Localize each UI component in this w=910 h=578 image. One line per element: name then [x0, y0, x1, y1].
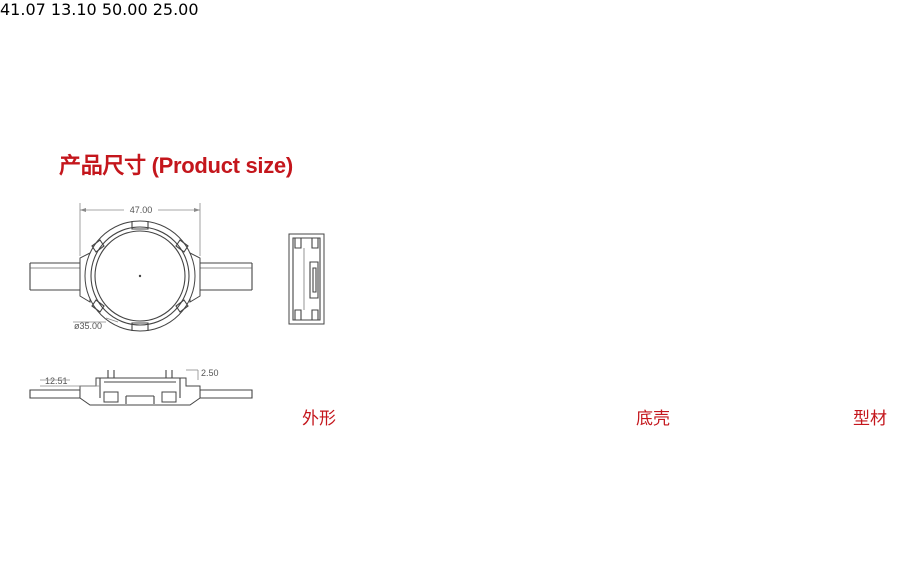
dim-clip: 2.50 — [186, 368, 219, 380]
caption-appearance: 外形 — [302, 409, 336, 429]
dim-diameter: ø35.00 — [73, 317, 119, 331]
dim-profile-height-label: 25.00 — [152, 0, 199, 19]
profile-body: 50.00 25.00 — [102, 0, 199, 19]
profile-view: 50.00 25.00 — [102, 0, 199, 19]
dim-shell-depth: 13.10 — [51, 0, 102, 19]
dim-profile-height: 25.00 — [153, 0, 199, 19]
dim-height-side: 12.51 — [40, 376, 100, 387]
caption-profile: 型材 — [853, 409, 887, 429]
front-body: 41.07 — [0, 0, 51, 19]
front-view: 41.07 — [0, 0, 51, 19]
dim-length: 41.07 — [0, 0, 51, 19]
center-boss: 41.07 — [0, 0, 51, 19]
top-view: 47.00 ø35.00 — [29, 203, 253, 332]
page-title: 产品尺寸 (Product size) — [59, 153, 293, 178]
narrow-side-view — [288, 233, 325, 325]
dim-height-side-label: 12.51 — [45, 376, 68, 386]
lens-circle — [94, 230, 186, 322]
dim-shell-depth-label: 13.10 — [50, 0, 97, 19]
caption-bottom-shell: 底壳 — [636, 409, 670, 429]
dim-diameter-label: ø35.00 — [74, 321, 102, 331]
dim-length-label: 41.07 — [0, 0, 46, 19]
dim-width-top-label: 47.00 — [130, 205, 153, 215]
bottom-shell-view: 13.10 — [51, 0, 102, 19]
inner-ring — [90, 226, 190, 326]
shell-section: 13.10 — [51, 0, 102, 19]
dim-width-top: 47.00 — [79, 203, 201, 256]
dim-profile-width-label: 50.00 — [101, 0, 148, 19]
dim-profile-width: 50.00 — [102, 0, 153, 19]
dim-clip-label: 2.50 — [201, 368, 219, 378]
side-view: 12.51 2.50 — [29, 368, 253, 406]
center-mark — [138, 274, 142, 278]
